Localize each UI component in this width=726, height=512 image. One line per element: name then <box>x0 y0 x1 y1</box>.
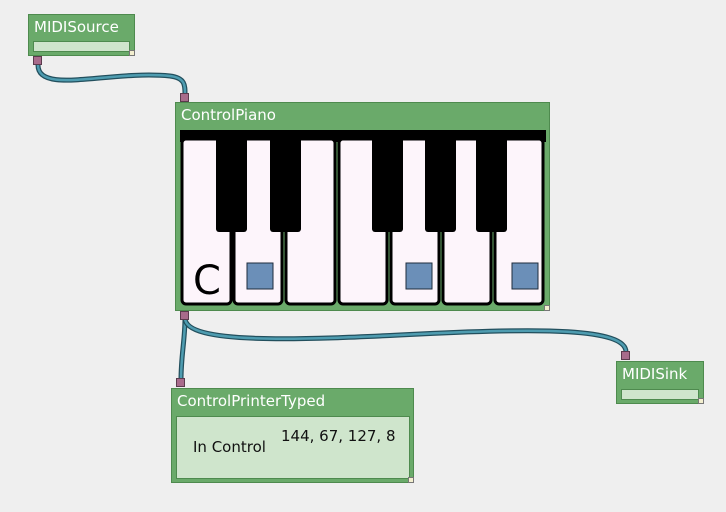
piano-output-port[interactable] <box>180 311 189 320</box>
black-key-3[interactable] <box>372 136 403 232</box>
printer-display: In Control 144, 67, 127, 8 <box>176 416 410 479</box>
node-title: ControlPrinterTyped <box>177 392 326 410</box>
midi-sink-input-port[interactable] <box>621 351 630 360</box>
black-key-2[interactable] <box>270 136 301 232</box>
resize-handle[interactable] <box>544 305 550 311</box>
key-marker <box>405 262 433 290</box>
node-title: ControlPiano <box>181 106 276 124</box>
key-marker <box>511 262 539 290</box>
key-marker <box>246 262 274 290</box>
printer-label: In Control <box>193 438 266 456</box>
node-title: MIDISource <box>34 18 119 36</box>
printer-input-port[interactable] <box>176 378 185 387</box>
black-key-1[interactable] <box>216 136 247 232</box>
midi-source-output-port[interactable] <box>33 56 42 65</box>
midi-source-node[interactable]: MIDISource <box>28 14 135 56</box>
node-title: MIDISink <box>622 365 688 383</box>
control-printer-node[interactable]: ControlPrinterTyped In Control 144, 67, … <box>171 388 414 483</box>
piano-input-port[interactable] <box>180 93 189 102</box>
piano-keyboard: C <box>180 130 546 306</box>
black-key-5[interactable] <box>476 136 507 232</box>
resize-handle[interactable] <box>129 50 135 56</box>
control-piano-node[interactable]: ControlPiano C <box>175 102 550 311</box>
printer-value: 144, 67, 127, 8 <box>281 427 396 445</box>
node-body <box>621 389 699 400</box>
black-key-4[interactable] <box>425 136 456 232</box>
resize-handle[interactable] <box>408 477 414 483</box>
octave-label: C <box>193 258 221 304</box>
resize-handle[interactable] <box>698 398 704 404</box>
node-body <box>33 41 130 52</box>
midi-sink-node[interactable]: MIDISink <box>616 361 704 404</box>
